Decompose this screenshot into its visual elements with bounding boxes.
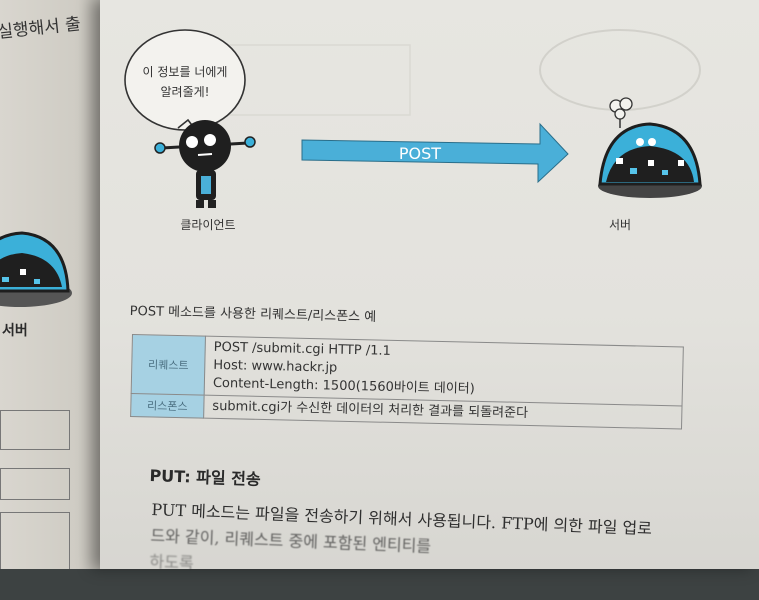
speech-bubble: 이 정보를 너에게 알려줄게!: [124, 29, 246, 131]
server-robot-illustration-left: [0, 231, 72, 307]
left-page-text: 실행해서 출: [0, 14, 82, 43]
request-cell: POST /submit.cgi HTTP /1.1 Host: www.hac…: [204, 336, 684, 406]
left-box-3: [0, 512, 70, 569]
left-page: 실행해서 출 서버: [0, 0, 112, 569]
post-diagram: 이 정보를 너에게 알려줄게! 클라이언트 POST: [124, 29, 702, 232]
bubble-line-2: 알려줄게!: [161, 85, 210, 99]
bubble-line-1: 이 정보를 너에게: [143, 65, 228, 79]
server-robot-icon: [598, 97, 702, 198]
server-label: 서버: [609, 218, 631, 232]
left-box-1: [0, 410, 70, 450]
left-box-2: [0, 468, 70, 500]
post-arrow: POST: [301, 122, 569, 184]
response-header: 리스폰스: [130, 393, 205, 419]
section-paragraph: PUT 메소드는 파일을 전송하기 위해서 사용됩니다. FTP에 의한 파일 …: [149, 497, 759, 600]
request-header: 리퀘스트: [131, 334, 206, 396]
book-page: 이 정보를 너에게 알려줄게! 클라이언트 POST: [100, 0, 759, 573]
client-label: 클라이언트: [180, 218, 235, 232]
request-response-table: 리퀘스트 POST /submit.cgi HTTP /1.1 Host: ww…: [130, 334, 684, 430]
arrow-label: POST: [399, 144, 441, 163]
section-title: PUT: 파일 전송: [149, 465, 261, 489]
example-caption: POST 메소드를 사용한 리퀘스트/리스폰스 예: [129, 303, 377, 326]
client-robot-icon: [154, 120, 256, 208]
left-server-label: 서버: [2, 323, 28, 339]
